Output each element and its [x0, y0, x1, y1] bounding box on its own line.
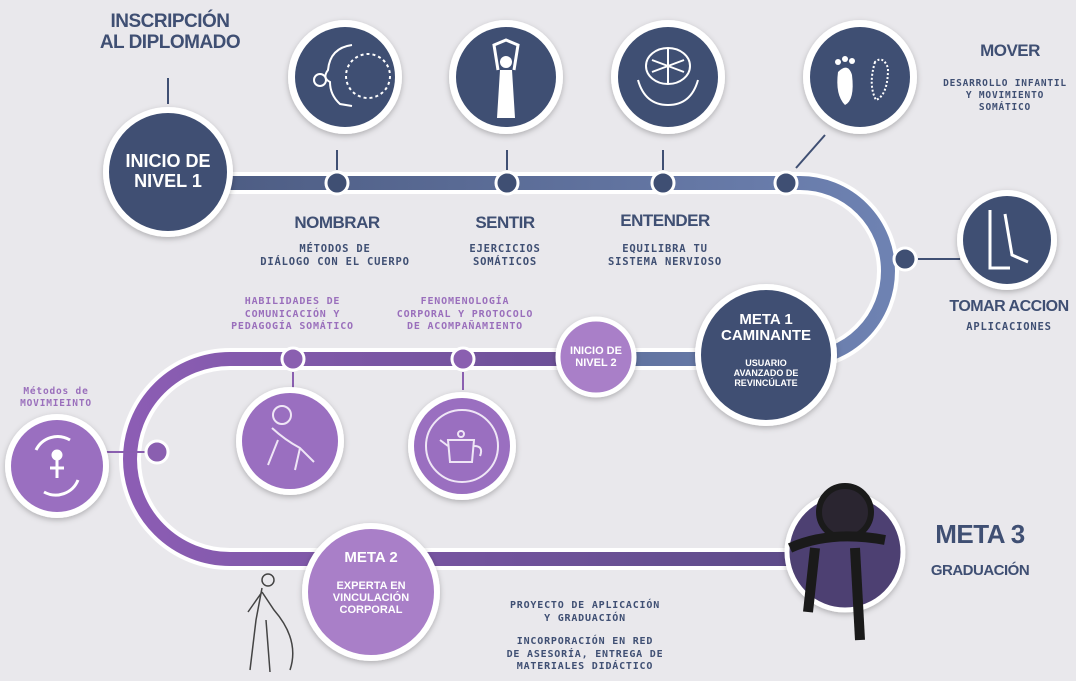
step-fenomenologia-icon-circle [408, 392, 516, 500]
road-level-1 [159, 172, 900, 370]
step-sentir-desc: EJERCICIOS SOMÁTICOS [469, 243, 541, 269]
meta-1-circle [695, 284, 837, 426]
connectors [105, 78, 960, 453]
start-level-1-circle [103, 107, 233, 237]
step-tomar-accion-icon-circle [957, 190, 1057, 290]
step-metodos-movimiento-desc: Métodos de MOVIMIEINTO [20, 386, 92, 409]
movement-cycle-icon [34, 435, 80, 497]
brain-hands-icon [637, 47, 699, 107]
meta-3-desc: GRADUACIÓN [930, 562, 1030, 579]
step-tomar-accion-title: TOMAR ACCION [949, 298, 1069, 315]
step-mover-desc: DESARROLLO INFANTIL Y MOVIMIENTO SOMÁTIC… [943, 78, 1067, 113]
step-habilidades-desc: HABILIDADES DE COMUNICACIÓN Y PEDAGOGÍA … [231, 296, 354, 332]
step-entender-icon-circle [611, 20, 725, 134]
final-note-network: INCORPORACIÓN EN RED DE ASESORÍA, ENTREG… [506, 636, 664, 672]
road-level-2 [118, 348, 830, 570]
meditation-icon [492, 38, 520, 118]
step-metodos-movimiento-icon-circle [5, 414, 109, 518]
graduation-logo-icon [784, 483, 906, 641]
meta-2-circle [302, 523, 440, 661]
step-entender-desc: EQUILIBRA TU SISTEMA NERVIOSO [608, 243, 722, 269]
meta-3-title: META 3 [935, 519, 1025, 549]
enrollment-label: INSCRIPCIÓN AL DIPLOMADO [99, 11, 241, 53]
face-brain-icon [313, 44, 391, 107]
meta-1-title: META 1 CAMINANTE [721, 310, 811, 344]
step-tomar-accion-desc: APLICACIONES [966, 321, 1052, 333]
step-sentir-title: SENTIR [475, 213, 535, 232]
step-nombrar-desc: MÉTODOS DE DIÁLOGO CON EL CUERPO [260, 243, 410, 269]
meta-2-desc: EXPERTA EN VINCULACIÓN CORPORAL [332, 579, 410, 617]
start-level-1-label: INICIO DE NIVEL 1 [125, 151, 211, 191]
final-note-project: PROYECTO DE APLICACIÓN Y GRADUACIÓN [509, 600, 661, 624]
step-habilidades-icon-circle [236, 387, 344, 495]
road-nodes [144, 170, 918, 465]
footprints-icon [835, 56, 890, 105]
step-sentir-icon-circle [449, 20, 563, 134]
step-fenomenologia-desc: FENOMENOLOGÍA CORPORAL Y PROTOCOLO DE AC… [396, 296, 534, 332]
walking-person-sketch-icon [247, 573, 294, 673]
step-mover-icon-circle [803, 20, 917, 134]
step-nombrar-title: NOMBRAR [294, 213, 380, 232]
start-level-2-label: INICIO DE NIVEL 2 [570, 344, 622, 369]
meta-1-desc: USUARIO AVANZADO DE REVINCÚLATE [733, 358, 799, 388]
step-entender-title: ENTENDER [620, 211, 710, 230]
legs-icon [988, 210, 1029, 270]
crawling-child-icon [267, 405, 315, 471]
start-level-2-circle [555, 316, 637, 398]
teapot-icon [439, 430, 483, 463]
meta-2-title: META 2 [344, 548, 398, 566]
step-mover-title: MOVER [980, 41, 1040, 60]
step-nombrar-icon-circle [288, 20, 402, 134]
